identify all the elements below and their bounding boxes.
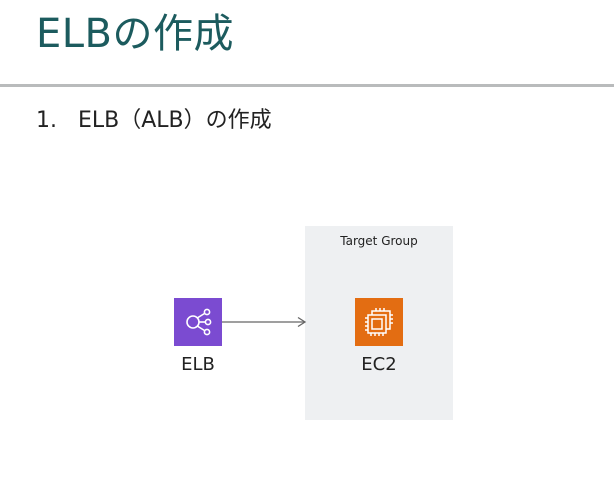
- slide-title: ELBの作成: [36, 11, 234, 57]
- ec2-chip-icon: [355, 298, 403, 346]
- target-group-label: Target Group: [340, 234, 418, 248]
- ec2-glyph: [365, 308, 393, 336]
- bullet-number: 1.: [36, 108, 57, 133]
- title-divider: [0, 84, 614, 87]
- elb-icon: [174, 298, 222, 346]
- bullet-text: ELB（ALB）の作成: [78, 108, 272, 133]
- bullet-item: 1. ELB（ALB）の作成: [36, 104, 272, 138]
- elb-glyph: [186, 308, 212, 336]
- connection-arrow: [222, 316, 307, 328]
- ec2-label: EC2: [361, 354, 397, 375]
- elb-label: ELB: [181, 354, 215, 375]
